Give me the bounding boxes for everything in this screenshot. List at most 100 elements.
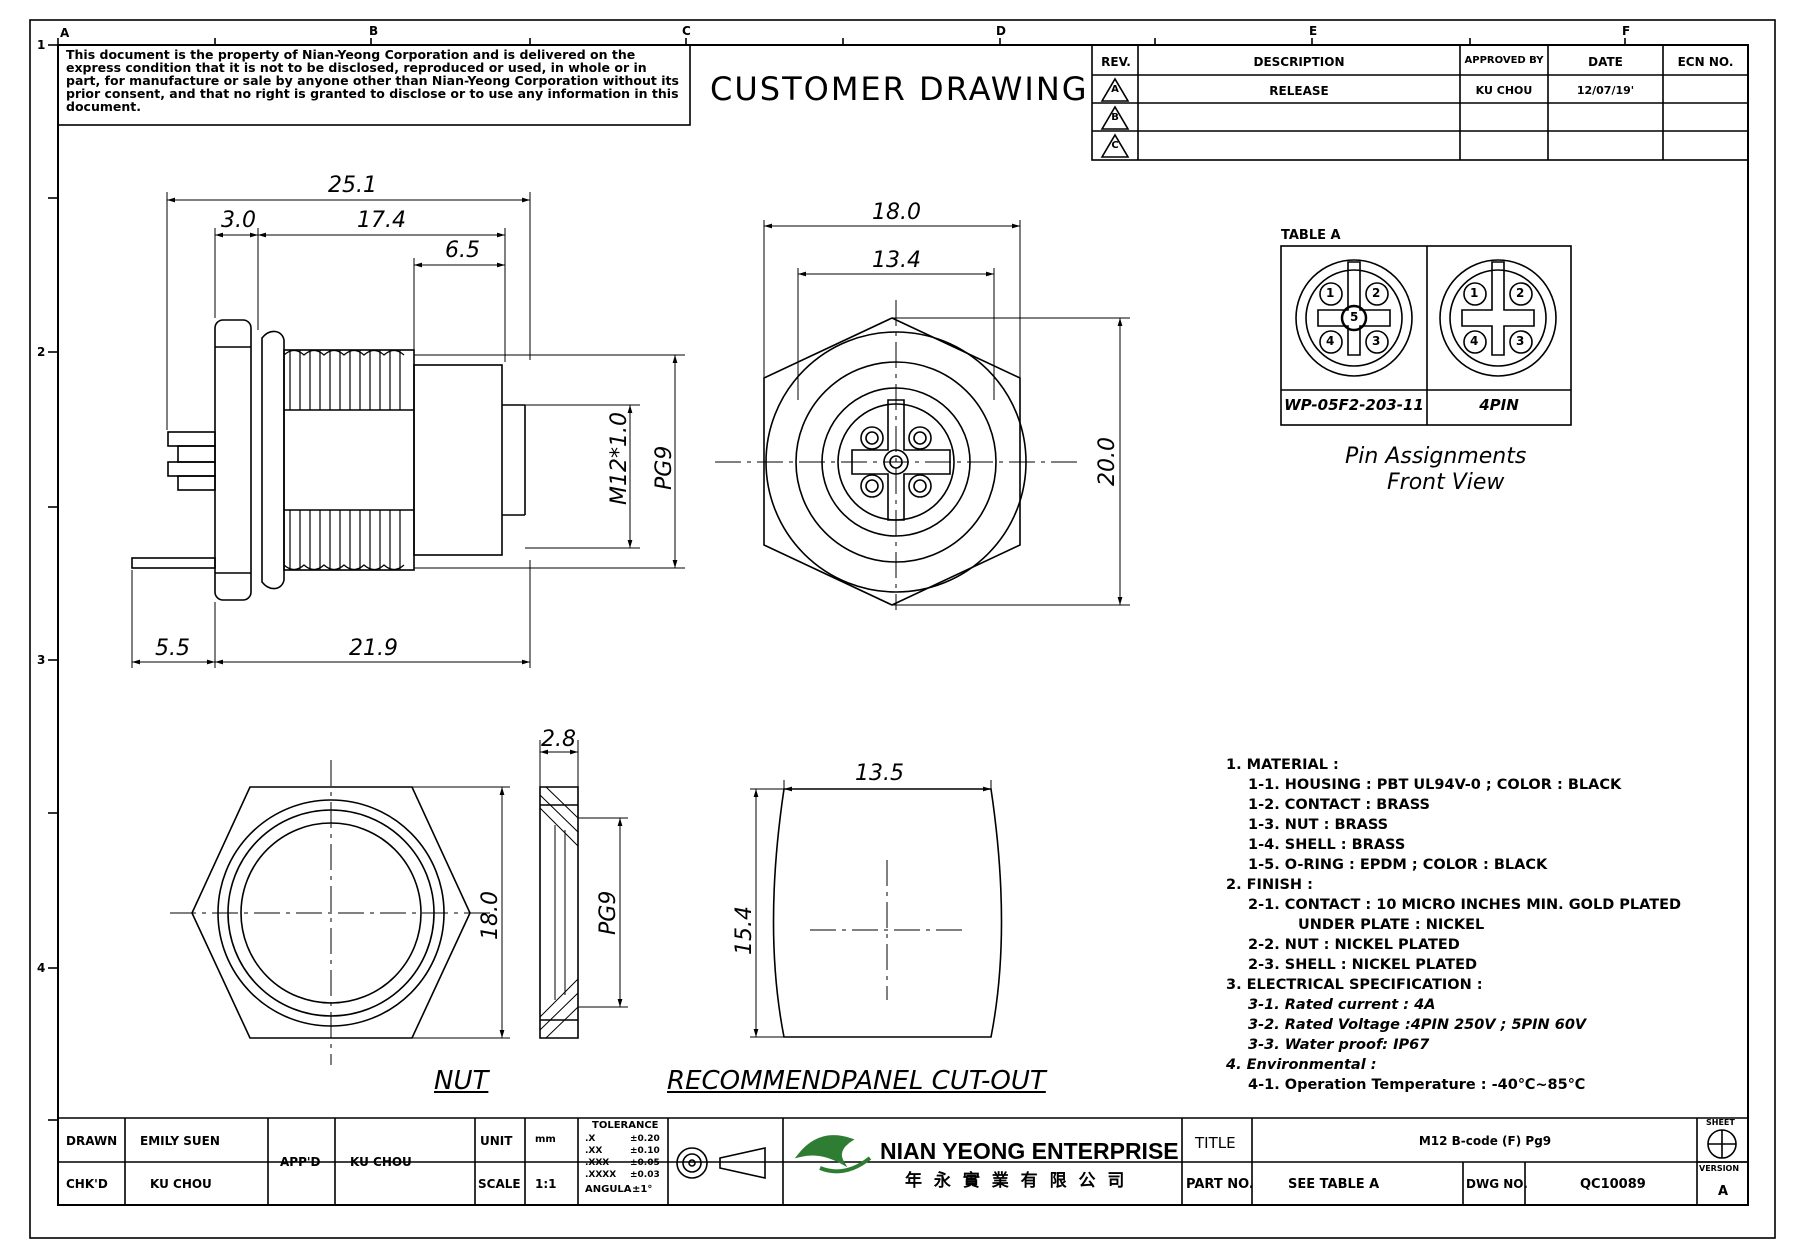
- dim-overall-length: 25.1: [328, 173, 377, 198]
- title-block-frame: [58, 1117, 1748, 1205]
- company-name: NIAN YEONG ENTERPRISE: [880, 1138, 1179, 1164]
- tb-tol-1-key: .XX: [585, 1146, 603, 1156]
- note-line: 2-3. SHELL : NICKEL PLATED: [1248, 957, 1478, 973]
- zone-row-4: 4: [37, 961, 46, 975]
- rev-header-date: DATE: [1588, 55, 1623, 69]
- zone-col-a: A: [60, 26, 70, 40]
- pin-table-title: TABLE A: [1281, 228, 1341, 243]
- dim-pin-out: 5.5: [155, 636, 190, 661]
- tb-tol-0-key: .X: [585, 1134, 596, 1144]
- tb-dwg-no-label: DWG NO.: [1466, 1177, 1528, 1191]
- dim-flange-thickness: 3.0: [221, 208, 256, 233]
- note-line: 3-1. Rated current : 4A: [1248, 997, 1436, 1013]
- front-view: [715, 220, 1130, 610]
- tb-tol-2-val: ±0.05: [630, 1158, 660, 1168]
- note-line: 2-2. NUT : NICKEL PLATED: [1248, 937, 1460, 953]
- pin-4-1: 1: [1470, 286, 1479, 300]
- tb-tol-3-key: .XXXX: [585, 1170, 617, 1180]
- dim-front-outer: 18.0: [872, 200, 921, 225]
- dim-body-length: 17.4: [357, 208, 406, 233]
- tb-tol-0-val: ±0.20: [630, 1134, 660, 1144]
- note-line: UNDER PLATE : NICKEL: [1298, 917, 1485, 933]
- tb-appd-value: KU CHOU: [350, 1155, 412, 1169]
- tb-drawn-label: DRAWN: [66, 1134, 118, 1148]
- rev-header-rev: REV.: [1101, 55, 1131, 69]
- note-line: 2-1. CONTACT : 10 MICRO INCHES MIN. GOLD…: [1248, 897, 1682, 913]
- dim-nut-thickness: 2.8: [541, 727, 576, 752]
- zone-col-d: D: [996, 24, 1006, 38]
- zone-row-1: 1: [37, 38, 46, 52]
- rev-c-letter: C: [1111, 140, 1119, 151]
- tb-dwg-no-value: QC10089: [1580, 1177, 1646, 1192]
- dim-thread: M12*1.0: [607, 412, 632, 505]
- rev-header-ecn: ECN NO.: [1677, 55, 1734, 69]
- pin-caption-line2: Front View: [1387, 470, 1505, 495]
- tb-version-value: A: [1718, 1184, 1729, 1199]
- pin-5-2: 2: [1372, 286, 1381, 300]
- tb-appd-label: APP'D: [280, 1155, 321, 1169]
- pin-4-3: 3: [1516, 334, 1525, 348]
- note-line: 1-4. SHELL : BRASS: [1248, 837, 1406, 853]
- material-notes: 1. MATERIAL : 1-1. HOUSING : PBT UL94V-0…: [1226, 755, 1681, 1095]
- note-line: 1. MATERIAL :: [1226, 757, 1339, 773]
- note-line: 4. Environmental :: [1226, 1057, 1377, 1073]
- tb-tol-1-val: ±0.10: [630, 1146, 660, 1156]
- rev-header-approved: APPROVED BY: [1464, 55, 1544, 66]
- cutout-view: [750, 780, 1003, 1038]
- pin-table-5pin-label: WP-05F2-203-11: [1284, 396, 1424, 414]
- rev-b-letter: B: [1111, 112, 1119, 123]
- dim-front-inner: 13.4: [872, 248, 921, 273]
- dim-nut-size: 18.0: [478, 891, 503, 940]
- note-line: 3-3. Water proof: IP67: [1248, 1037, 1430, 1053]
- tb-tol-2-key: .XXX: [585, 1158, 610, 1168]
- tb-scale-value: 1:1: [535, 1177, 557, 1191]
- dim-pg-side: PG9: [652, 445, 677, 490]
- tb-tol-3-val: ±0.03: [630, 1170, 660, 1180]
- zone-col-b: B: [369, 24, 379, 38]
- tb-unit-label: UNIT: [480, 1134, 513, 1148]
- tb-chkd-value: KU CHOU: [150, 1177, 212, 1191]
- tb-title-label: TITLE: [1195, 1134, 1236, 1152]
- note-line: 4-1. Operation Temperature : -40℃~85℃: [1248, 1077, 1586, 1093]
- pin-5-4: 4: [1326, 334, 1335, 348]
- tb-tol-4-key: ANGULA: [585, 1184, 632, 1195]
- nut-view: [170, 740, 628, 1065]
- pin-5-5: 5: [1350, 310, 1359, 324]
- tb-scale-label: SCALE: [478, 1177, 521, 1191]
- dim-cutout-width: 13.5: [855, 761, 904, 786]
- dim-cutout-height: 15.4: [732, 906, 757, 955]
- tb-version-label: VERSION: [1699, 1164, 1740, 1173]
- tb-tolerance-title: TOLERANCE: [592, 1120, 659, 1131]
- rev-a-letter: A: [1111, 84, 1119, 95]
- tb-sheet-label: SHEET: [1706, 1118, 1735, 1127]
- tb-part-no-label: PART NO.: [1186, 1177, 1254, 1192]
- pin-5-1: 1: [1326, 286, 1335, 300]
- rev-a-description: RELEASE: [1269, 84, 1329, 98]
- pin-table-4pin-label: 4PIN: [1479, 396, 1519, 414]
- pin-4-4: 4: [1470, 334, 1479, 348]
- nut-caption: NUT: [434, 1066, 489, 1096]
- tb-unit-value: mm: [535, 1134, 556, 1145]
- dim-front-length: 6.5: [445, 238, 480, 263]
- company-name-chinese: 年 永 實 業 有 限 公 司: [905, 1171, 1128, 1191]
- zone-col-f: F: [1622, 24, 1631, 38]
- rev-header-description: DESCRIPTION: [1253, 55, 1345, 69]
- company-logo: [794, 1135, 872, 1174]
- dim-front-height: 20.0: [1095, 437, 1120, 486]
- inner-frame: [57, 44, 1749, 1206]
- zone-col-e: E: [1309, 24, 1318, 38]
- note-line: 1-2. CONTACT : BRASS: [1248, 797, 1430, 813]
- note-line: 3. ELECTRICAL SPECIFICATION :: [1226, 977, 1483, 993]
- pin-4-2: 2: [1516, 286, 1525, 300]
- zone-row-2: 2: [37, 345, 46, 359]
- pin-caption-line1: Pin Assignments: [1345, 444, 1527, 469]
- rev-a-approved: KU CHOU: [1475, 84, 1533, 97]
- confidentiality-notice: This document is the property of Nian-Ye…: [66, 47, 679, 114]
- rev-a-date: 12/07/19': [1576, 84, 1635, 97]
- notice-box: [57, 44, 691, 126]
- tb-chkd-label: CHK'D: [66, 1177, 108, 1191]
- drawing-title: CUSTOMER DRAWING: [710, 70, 1089, 108]
- outer-frame: [29, 19, 1776, 1239]
